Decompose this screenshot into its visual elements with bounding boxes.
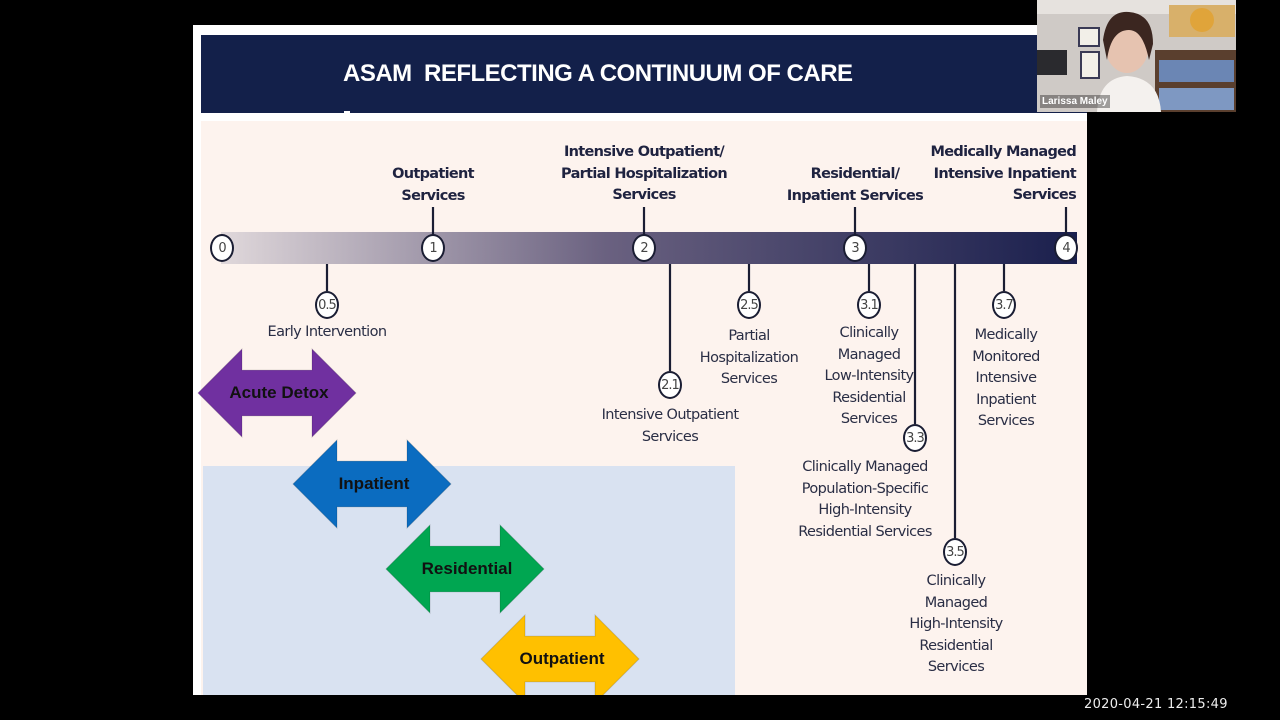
level-2-5-label: Partial Hospitalization Services (699, 328, 799, 387)
level-2-5-node: 2.5 (737, 291, 761, 319)
participant-video[interactable]: Larissa Maley (1037, 0, 1236, 112)
level-3-7-label: Medically Monitored Intensive Inpatient … (972, 327, 1040, 429)
level-3-node: 3 (843, 234, 867, 262)
level-3-label: Residential/ Inpatient Services (786, 166, 924, 204)
participant-name: Larissa Maley (1040, 95, 1110, 108)
level-4-label: Medically Managed Intensive Inpatient Se… (930, 144, 1077, 203)
recording-timestamp: 2020-04-21 12:15:49 (1084, 697, 1228, 712)
inpatient-arrow-shape (292, 438, 452, 530)
bullet-mark (344, 111, 350, 115)
inpatient-arrow-label: Inpatient (338, 474, 410, 493)
level-0-5-label: Early Intervention (267, 324, 388, 340)
outpatient-arrow-label: Outpatient (519, 649, 605, 668)
level-0-node: 0 (210, 234, 234, 262)
level-3-5-node: 3.5 (943, 538, 967, 566)
level-4-node: 4 (1054, 234, 1078, 262)
level-3-3-label: Clinically Managed Population-Specific H… (798, 459, 932, 540)
level-2-label: Intensive Outpatient/ Partial Hospitaliz… (561, 144, 728, 203)
continuum-diagram (197, 207, 1077, 695)
level-3-5-label: Clinically Managed High-Intensity Reside… (909, 573, 1003, 675)
slide-header: ASAM REFLECTING A CONTINUUM OF CARE (201, 35, 1087, 115)
level-0-5-node: 0.5 (315, 291, 339, 319)
acute-detox-arrow-label: Acute Detox (229, 383, 329, 402)
level-1-node: 1 (421, 234, 445, 262)
outpatient-arrow-shape (480, 613, 640, 695)
residential-arrow-shape (385, 523, 545, 615)
webcam-feed (1037, 0, 1236, 112)
level-3-1-label: Clinically Managed Low-Intensity Residen… (824, 325, 914, 427)
level-1-label: Outpatient Services (392, 166, 474, 204)
slide-title: ASAM REFLECTING A CONTINUUM OF CARE (343, 60, 853, 87)
residential-arrow-label: Residential (421, 559, 513, 578)
acute-detox-arrow-shape (197, 347, 357, 439)
level-2-1-label: Intensive Outpatient Services (601, 407, 739, 445)
level-2-1-node: 2.1 (658, 371, 682, 399)
level-3-7-node: 3.7 (992, 291, 1016, 319)
level-3-1-node: 3.1 (857, 291, 881, 319)
level-3-3-node: 3.3 (903, 424, 927, 452)
level-2-node: 2 (632, 234, 656, 262)
